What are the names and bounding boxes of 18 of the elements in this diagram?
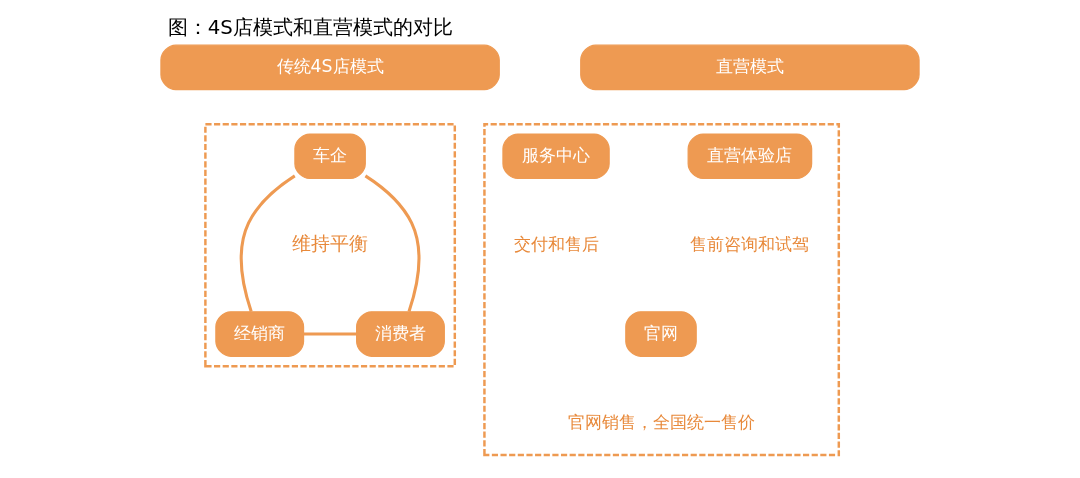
node-box: 经销商 xyxy=(215,311,305,357)
node-box: 传统4S店模式 xyxy=(160,44,500,91)
node-box: 直营体验店 xyxy=(687,133,813,180)
node-box: 消费者 xyxy=(356,311,445,357)
connector xyxy=(364,174,421,312)
node-box: 官网 xyxy=(625,311,697,357)
diagram-title: 图：4S店模式和直营模式的对比 xyxy=(167,15,453,39)
connector xyxy=(303,332,357,336)
node-box: 直营模式 xyxy=(580,44,920,91)
cluster xyxy=(204,122,457,368)
node-box: 车企 xyxy=(294,133,366,180)
node-label: 官网销售，全国统一售价 xyxy=(567,411,755,432)
node-label: 交付和售后 xyxy=(513,233,599,254)
connector xyxy=(239,174,296,312)
node-box: 服务中心 xyxy=(502,133,610,180)
node-label: 售前咨询和试驾 xyxy=(690,233,810,254)
label: 维持平衡 xyxy=(292,232,369,254)
cluster xyxy=(483,122,841,457)
